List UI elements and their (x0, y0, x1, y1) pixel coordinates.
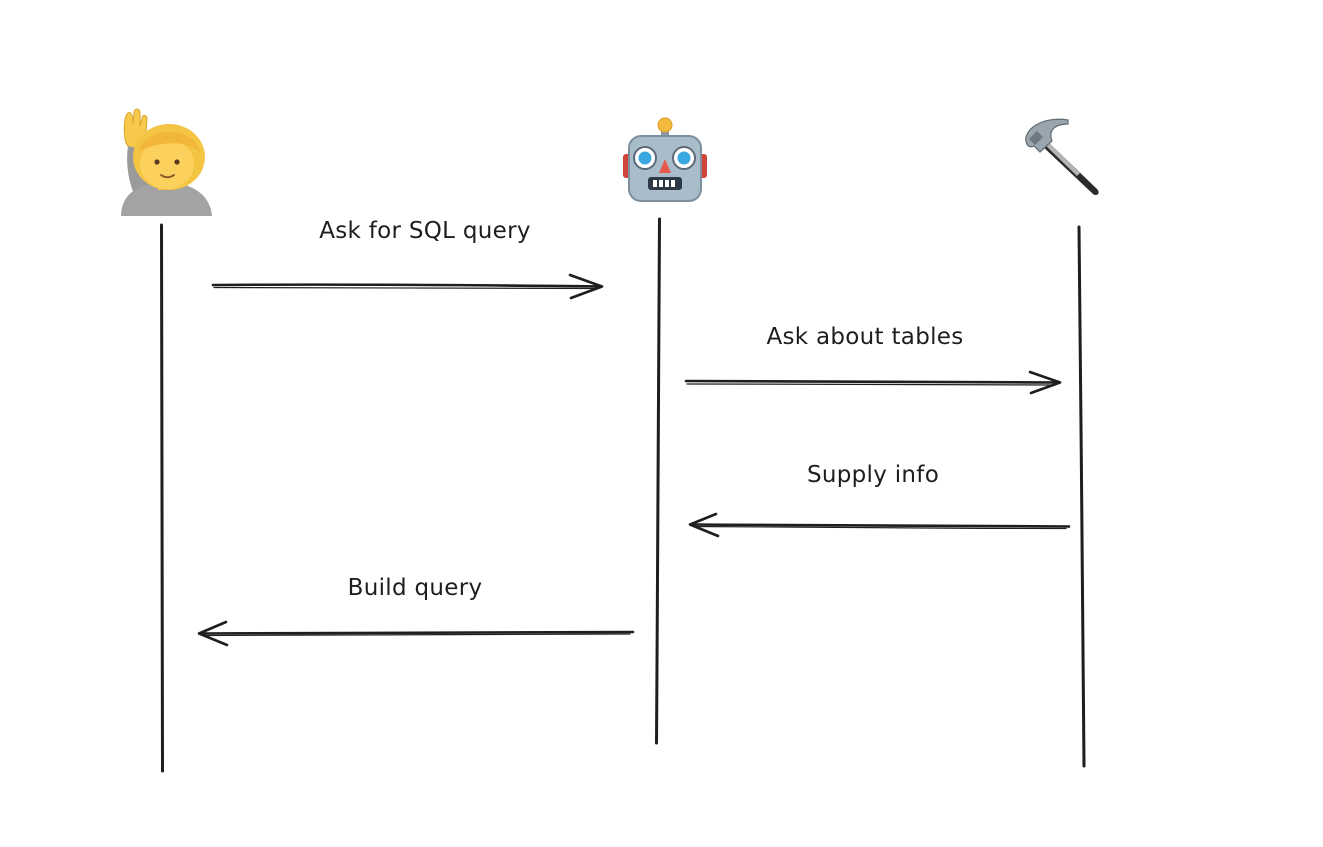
person-raising-hand-icon (121, 108, 212, 216)
message-label-1: Ask for SQL query (319, 218, 531, 244)
message-arrow-supply-info (688, 512, 1071, 538)
robot-icon (623, 117, 707, 202)
hammer-icon (1025, 118, 1099, 196)
lifeline-robot (655, 217, 661, 745)
message-arrow-build-query (197, 620, 635, 647)
message-label-2: Ask about tables (766, 324, 963, 350)
message-label-3: Supply info (807, 462, 939, 488)
message-arrow-ask-for-sql-query (211, 273, 604, 300)
message-label-4: Build query (348, 575, 483, 601)
lifeline-person (160, 223, 164, 773)
lifeline-tool (1077, 225, 1086, 768)
message-arrow-ask-about-tables (684, 370, 1062, 395)
